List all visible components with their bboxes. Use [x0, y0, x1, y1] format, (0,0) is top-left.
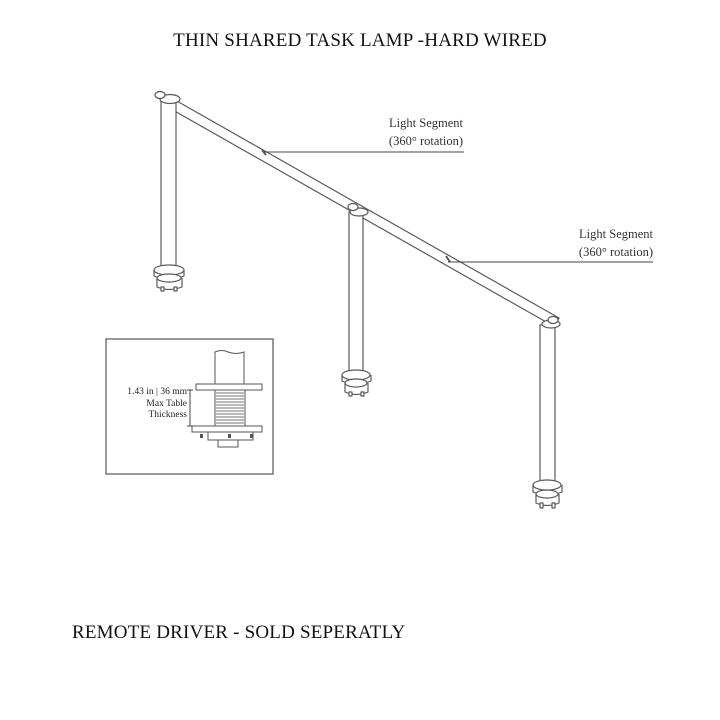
lamp-post-3: [532, 315, 563, 509]
thickness-measure: 1.43 in | 36 mm: [127, 387, 187, 397]
footer-note: REMOTE DRIVER - SOLD SEPERATLY: [72, 622, 406, 643]
callout-1-note: (360° rotation): [388, 134, 463, 148]
table-clamp-inset: [105, 338, 274, 475]
callout-1-label: Light Segment: [389, 116, 463, 130]
lamp-post-2: [341, 202, 372, 397]
thickness-line-2: Max Table: [146, 398, 187, 409]
callout-light-segment-2: Light Segment (360° rotation): [530, 225, 653, 261]
callout-2-note: (360° rotation): [578, 245, 653, 259]
lamp-post-1: [153, 90, 185, 292]
thickness-line-3: Thickness: [148, 410, 187, 420]
table-thickness-label: 1.43 in | 36 mm Max Table Thickness: [108, 387, 187, 422]
callout-light-segment-1: Light Segment (360° rotation): [340, 114, 463, 150]
page-title: THIN SHARED TASK LAMP -HARD WIRED: [173, 30, 547, 51]
callout-2-label: Light Segment: [579, 227, 653, 241]
